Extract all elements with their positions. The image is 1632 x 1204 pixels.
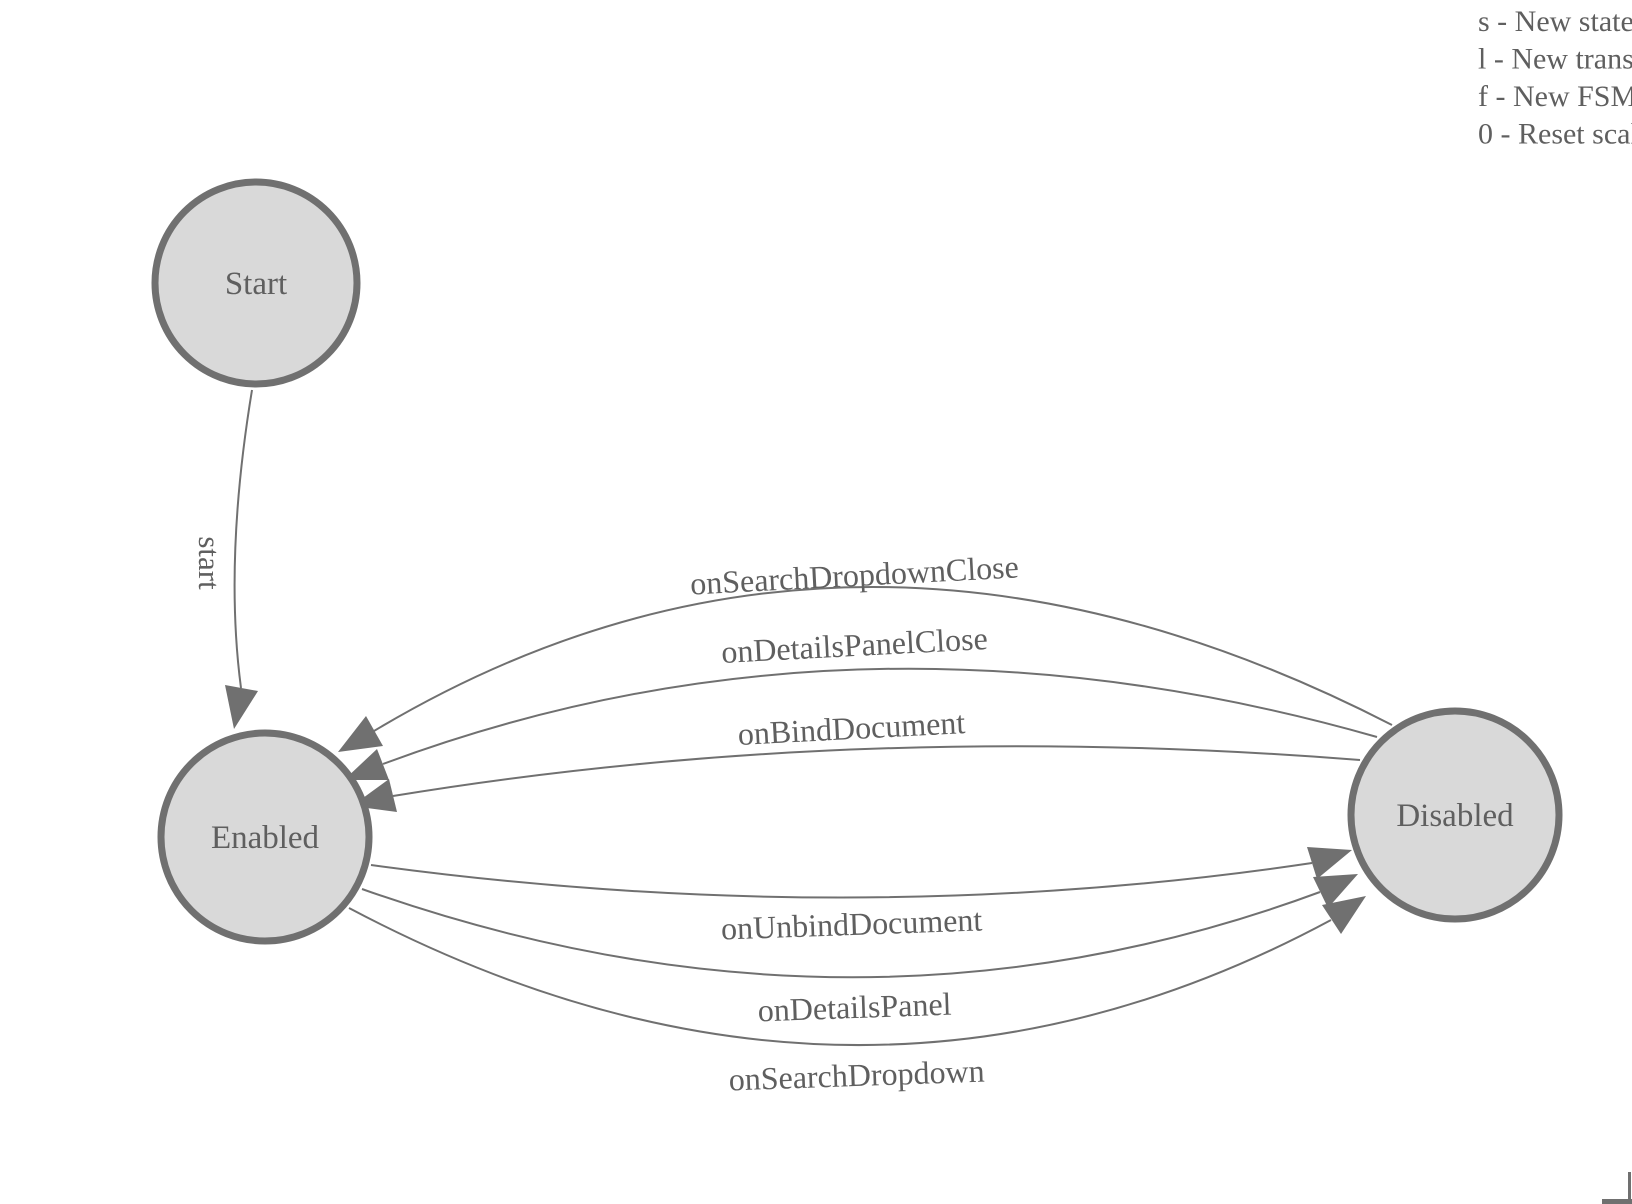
canvas-corner-mark bbox=[1602, 1172, 1632, 1204]
transition-label-ondetailspanelclose[interactable]: onDetailsPanelClose bbox=[720, 620, 988, 670]
help-line-new-transition: l - New transition bbox=[1478, 43, 1632, 76]
transition-edge-onbinddocument[interactable] bbox=[392, 745, 1361, 797]
arrowhead-onsearchdropdownclose bbox=[338, 716, 383, 752]
state-node-start: Start bbox=[151, 178, 361, 388]
transition-edge-ondetailspanelclose[interactable] bbox=[382, 667, 1378, 765]
arrowhead-onunbinddocument bbox=[1307, 847, 1352, 879]
transition-edge-start-to-enabled[interactable] bbox=[233, 389, 253, 689]
transition-label-start[interactable]: start bbox=[192, 536, 227, 590]
transition-label-onsearchdropdownclose[interactable]: onSearchDropdownClose bbox=[689, 548, 1019, 601]
transition-edge-onsearchdropdown[interactable] bbox=[348, 907, 1332, 1047]
transition-label-onbinddocument[interactable]: onBindDocument bbox=[737, 704, 966, 752]
transition-label-ondetailspanel[interactable]: onDetailsPanel bbox=[757, 986, 952, 1029]
canvas-corner-horizontal-line bbox=[1602, 1199, 1632, 1204]
transition-edge-onunbinddocument[interactable] bbox=[370, 862, 1313, 899]
arrowhead-start-to-enabled bbox=[225, 685, 258, 729]
transition-label-onsearchdropdown[interactable]: onSearchDropdown bbox=[728, 1053, 985, 1098]
arrowhead-ondetailspanelclose bbox=[344, 749, 389, 780]
transition-edge-ondetailspanel[interactable] bbox=[361, 888, 1321, 979]
help-line-new-state: s - New state bbox=[1478, 5, 1632, 38]
arrowhead-onsearchdropdown bbox=[1322, 896, 1366, 934]
canvas-corner-vertical-line bbox=[1628, 1172, 1631, 1204]
arrowhead-ondetailspanel bbox=[1313, 874, 1358, 908]
state-circle-enabled[interactable] bbox=[157, 729, 373, 945]
transition-label-onunbinddocument[interactable]: onUnbindDocument bbox=[720, 901, 983, 946]
state-circle-disabled[interactable] bbox=[1347, 707, 1563, 923]
state-label-enabled: Enabled bbox=[211, 820, 320, 856]
help-line-reset-scale: 0 - Reset scale bbox=[1478, 118, 1632, 151]
transition-arrowheads bbox=[225, 685, 1366, 934]
transition-edges bbox=[233, 389, 1393, 1047]
state-node-disabled: Disabled bbox=[1347, 707, 1563, 923]
help-line-new-fsm: f - New FSM bbox=[1478, 80, 1632, 113]
state-label-disabled: Disabled bbox=[1396, 798, 1514, 834]
help-legend: s - New state l - New transition f - New… bbox=[1478, 5, 1632, 151]
state-node-enabled: Enabled bbox=[157, 729, 373, 945]
state-circle-start[interactable] bbox=[151, 178, 361, 388]
transition-edge-onsearchdropdownclose[interactable] bbox=[373, 586, 1393, 732]
state-label-start: Start bbox=[225, 266, 287, 302]
